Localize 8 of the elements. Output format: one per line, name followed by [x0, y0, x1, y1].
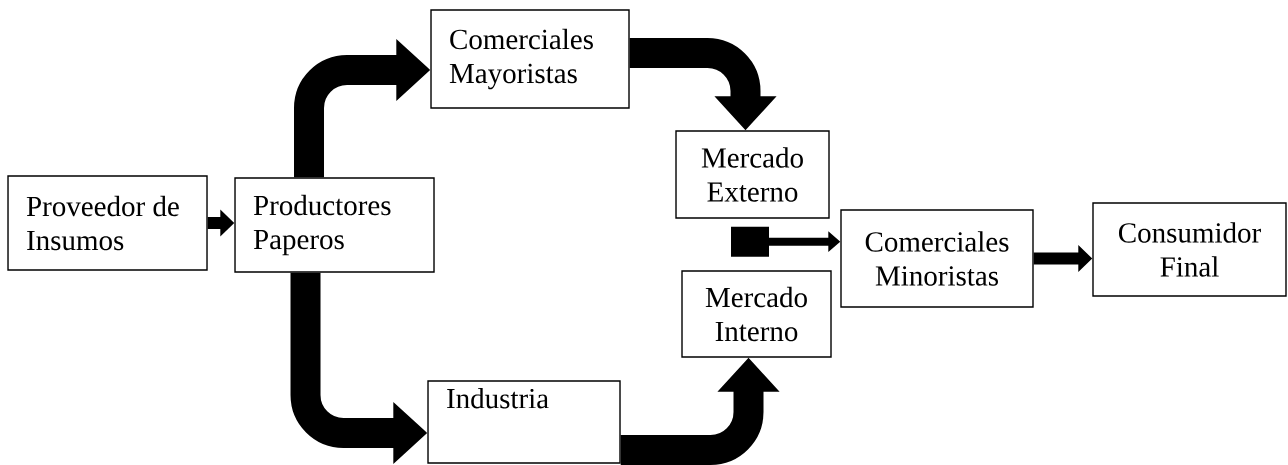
process-box: Consumidor Final: [1092, 202, 1287, 297]
process-box: Comerciales Minoristas: [840, 209, 1034, 308]
process-box: Productores Paperos: [234, 177, 435, 273]
process-box: Comerciales Mayoristas: [430, 9, 630, 109]
process-box: Industria: [427, 380, 621, 464]
process-box: Proveedor de Insumos: [7, 175, 208, 271]
process-box: Mercado Interno: [681, 270, 832, 358]
process-box: Mercado Externo: [675, 130, 830, 219]
